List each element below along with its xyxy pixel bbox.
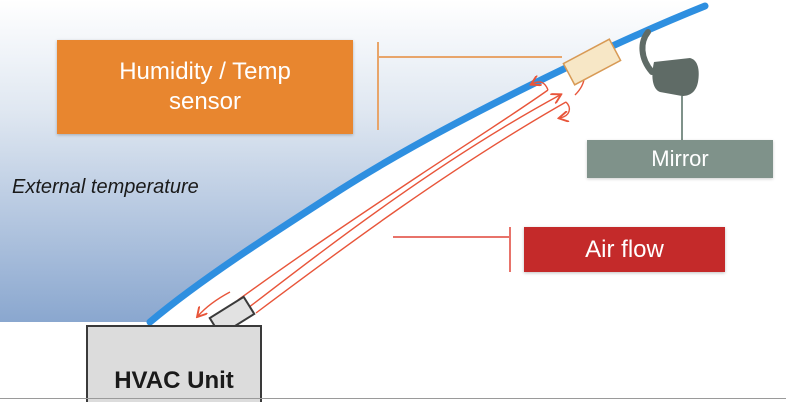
sensor-module <box>562 38 622 86</box>
bottom-divider <box>0 398 786 399</box>
windshield <box>146 2 709 326</box>
hvac-unit-box: HVAC Unit <box>86 325 262 402</box>
mirror-text: Mirror <box>651 146 709 171</box>
hvac-unit-label: HVAC Unit <box>114 367 234 394</box>
external-temperature-label: External temperature <box>12 176 199 198</box>
air-flow-label: Air flow <box>524 227 725 272</box>
mirror-label: Mirror <box>587 140 773 178</box>
humidity-temp-sensor-text: Humidity / Temp sensor <box>119 58 291 115</box>
humidity-temp-sensor-label: Humidity / Temp sensor <box>57 40 353 134</box>
air-flow-text: Air flow <box>585 235 664 263</box>
mirror-icon <box>639 29 699 96</box>
